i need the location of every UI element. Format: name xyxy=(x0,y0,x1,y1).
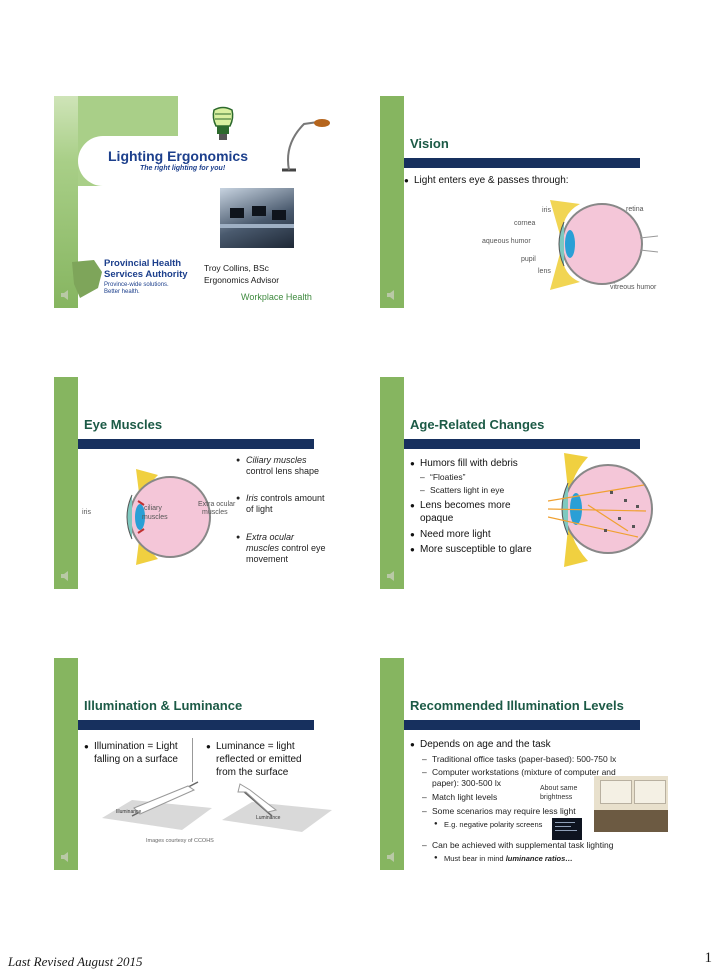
callout-about-same: About same xyxy=(540,785,578,792)
column-divider xyxy=(192,738,193,782)
label-cornea: cornea xyxy=(514,220,536,227)
slide-recommended-illumination: Recommended Illumination Levels ●Depends… xyxy=(380,658,668,870)
left-bar xyxy=(380,658,404,870)
bullet: ●Light enters eye & passes through: xyxy=(404,175,569,186)
slide-title: Eye Muscles xyxy=(84,417,163,432)
logo-line2: Services Authority xyxy=(104,269,188,280)
logo-tagline1: Province-wide solutions. xyxy=(104,282,169,288)
desk-lamp-icon xyxy=(282,119,330,172)
callout-brightness: brightness xyxy=(540,794,573,801)
logo-tagline2: Better health. xyxy=(104,289,140,295)
label-illuminance: Illuminance xyxy=(116,809,142,815)
label-luminance: Luminance xyxy=(256,815,281,821)
label-iris: iris xyxy=(82,509,91,516)
label-aqueous-humor: aqueous humor xyxy=(482,238,531,245)
speaker-icon[interactable] xyxy=(386,850,400,864)
computer-room-photo xyxy=(220,188,294,248)
bullet-depends: ●Depends on age and the task xyxy=(410,739,551,750)
phsa-logo: Provincial Health Services Authority Pro… xyxy=(70,258,196,302)
speaker-icon[interactable] xyxy=(386,569,400,583)
luminance-diagram xyxy=(222,783,332,832)
bullet-glare: ●More susceptible to glare xyxy=(410,544,532,555)
subsub-negative-polarity: ●E.g. negative polarity screens xyxy=(434,820,543,829)
footer-revised: Last Revised August 2015 xyxy=(8,954,143,969)
bullet-need-light: ●Need more light xyxy=(410,529,491,540)
eye-muscles-diagram xyxy=(126,469,211,565)
sub-supplemental: –Can be achieved with supplemental task … xyxy=(422,840,614,850)
title-underline xyxy=(404,720,640,730)
eye-diagram xyxy=(550,200,659,290)
department: Workplace Health xyxy=(241,292,312,302)
slide-illumination-luminance: Illumination & Luminance ●Illumination =… xyxy=(54,658,342,870)
dark-screen-photo xyxy=(552,818,582,840)
label-ciliary: ciliary xyxy=(144,505,162,512)
luminance-ratios-link: luminance ratios… xyxy=(505,854,573,863)
page-number: 1 xyxy=(704,950,713,966)
slide-title: Illumination & Luminance xyxy=(84,698,243,713)
slide-title: Recommended Illumination Levels xyxy=(410,698,624,713)
bc-map-icon xyxy=(72,260,102,298)
sub-computer: –Computer workstations (mixture of compu… xyxy=(422,767,616,788)
slide-subtitle: The right lighting for you! xyxy=(140,165,226,172)
label-pupil: pupil xyxy=(521,256,536,263)
label-extra-ocular: Extra ocular xyxy=(198,501,236,508)
presenter-role: Ergonomics Advisor xyxy=(204,275,280,285)
speaker-icon[interactable] xyxy=(386,288,400,302)
label-ciliary-muscles: muscles xyxy=(142,514,168,521)
title-underline xyxy=(404,439,640,449)
slide-title: Age-Related Changes xyxy=(410,417,545,432)
slide-eye-muscles: Eye Muscles iris ciliary muscles Extra o… xyxy=(54,377,342,589)
title-underline xyxy=(78,720,314,730)
speaker-icon[interactable] xyxy=(60,569,74,583)
light-bulb-icon xyxy=(212,106,234,140)
label-extra-ocular-muscles: muscles xyxy=(202,509,228,516)
sub-match: –Match light levels xyxy=(422,792,498,802)
illuminance-diagram xyxy=(102,781,212,830)
label-vitreous-humor: vitreous humor xyxy=(610,284,657,291)
sub-traditional: –Traditional office tasks (paper-based):… xyxy=(422,754,617,764)
sub-scatters: –Scatters light in eye xyxy=(420,485,505,495)
left-bar xyxy=(380,96,404,308)
slide-title: Vision xyxy=(410,136,449,151)
title-underline xyxy=(78,439,314,449)
left-bar xyxy=(380,377,404,589)
label-retina: retina xyxy=(626,206,644,213)
slide-vision: Vision ●Light enters eye & passes throug… xyxy=(380,96,668,308)
image-credit: Images courtesy of CCOHS xyxy=(146,838,214,844)
workstation-photo xyxy=(594,776,668,832)
label-iris: iris xyxy=(542,207,551,214)
slide-age-related-changes: Age-Related Changes ●Humors fill with de… xyxy=(380,377,668,589)
left-bar xyxy=(54,658,78,870)
logo-line1: Provincial Health xyxy=(104,258,182,269)
left-bar xyxy=(54,377,78,589)
presenter-name: Troy Collins, BSc xyxy=(204,263,269,273)
speaker-icon[interactable] xyxy=(60,288,74,302)
slide-title-text: Lighting Ergonomics xyxy=(108,148,248,164)
sub-scenarios: –Some scenarios may require less light xyxy=(422,806,576,816)
label-lens: lens xyxy=(538,268,551,275)
sub-floaties: –“Floaties” xyxy=(420,472,466,482)
title-underline xyxy=(404,158,640,168)
aged-eye-diagram xyxy=(548,453,653,567)
slide-title: Lighting Ergonomics The right lighting f… xyxy=(54,96,342,308)
bullet-humors: ●Humors fill with debris xyxy=(410,458,518,469)
speaker-icon[interactable] xyxy=(60,850,74,864)
subsub-luminance-ratios: ●Must bear in mind luminance ratios… xyxy=(434,854,573,863)
